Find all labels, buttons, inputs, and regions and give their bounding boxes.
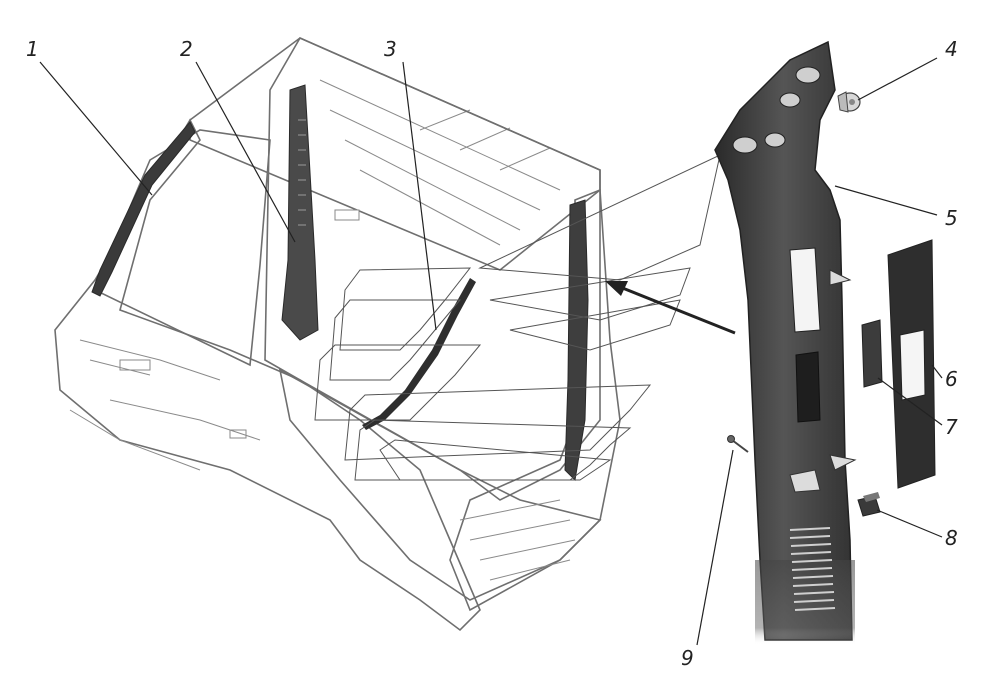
leader-3 <box>402 61 437 331</box>
panel-clip-mounts <box>732 66 821 154</box>
cab-body <box>54 36 621 632</box>
leader-5 <box>834 185 938 216</box>
windshield-seal <box>91 121 196 297</box>
leader-7 <box>877 377 943 426</box>
leader-1 <box>39 61 153 196</box>
cab-back-wall <box>264 36 601 501</box>
callout-6: 6 <box>945 367 958 391</box>
callout-4: 4 <box>945 37 958 61</box>
leader-9 <box>696 449 734 646</box>
cab-front-frame <box>54 118 481 632</box>
push-clip <box>837 91 861 113</box>
door-opening-seal <box>362 278 476 430</box>
left-pillar-vents <box>298 119 306 226</box>
callout-3: 3 <box>384 37 397 61</box>
pillar-trim-panel-body <box>714 40 853 641</box>
cab-roof <box>189 37 601 271</box>
right-pillar-trim <box>564 199 589 482</box>
callout-2: 2 <box>180 37 193 61</box>
ghost-pillar-outlines <box>314 154 721 481</box>
leader-6 <box>931 364 943 379</box>
leader-lines <box>39 57 943 646</box>
right-door-frame <box>449 188 621 612</box>
screw <box>727 435 749 453</box>
leader-4 <box>857 57 938 101</box>
panel-side-tabs <box>789 269 857 493</box>
callout-5: 5 <box>945 206 958 230</box>
callout-9: 9 <box>681 646 694 670</box>
cab-floor <box>278 368 602 601</box>
callout-labels: 1 2 3 4 5 6 7 8 9 <box>26 37 958 670</box>
gasket-plate <box>887 239 936 489</box>
panel-upper-slot <box>789 247 821 333</box>
rear-window-mark <box>334 209 360 221</box>
callout-8: 8 <box>945 526 958 550</box>
left-pillar-trim <box>281 84 319 341</box>
clip-nut <box>857 492 881 517</box>
floor-ribs <box>459 499 576 581</box>
callout-1: 1 <box>26 37 39 61</box>
leader-2 <box>195 61 296 243</box>
leader-8 <box>876 509 943 538</box>
dashboard-details <box>69 339 261 471</box>
panel-vent-slots <box>789 527 836 611</box>
pillar-trim-panel-fade <box>755 560 855 645</box>
roof-ribs <box>319 79 561 246</box>
insert-plate <box>861 319 883 388</box>
pillar-trim-panel <box>714 40 857 645</box>
assembly-direction-arrow <box>605 281 736 335</box>
panel-lower-slot <box>795 351 821 423</box>
callout-7: 7 <box>945 415 958 439</box>
